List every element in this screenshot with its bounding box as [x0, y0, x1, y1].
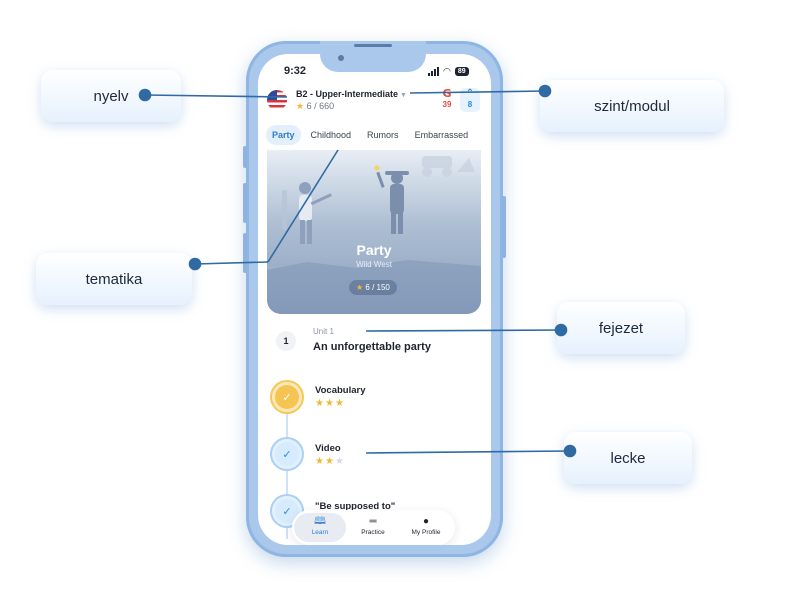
star-icon: ★	[334, 398, 345, 409]
banner-progress-value: 6 / 150	[365, 283, 390, 292]
callout-label: szint/modul	[594, 97, 670, 115]
callout-lecke: lecke	[564, 432, 692, 484]
banner-title: Party	[356, 242, 392, 258]
streak-icon: 𝗚	[442, 88, 452, 100]
total-stars-value: 6 / 660	[306, 101, 335, 111]
phone-notch	[320, 41, 426, 72]
lesson-title[interactable]: Vocabulary	[315, 385, 366, 396]
book-icon: 🕮	[314, 516, 326, 527]
star-icon: ★	[315, 456, 325, 467]
phone-side-button	[243, 233, 247, 273]
nav-my-profile[interactable]: ● My Profile	[400, 513, 452, 542]
star-empty-icon: ★	[334, 456, 345, 467]
star-icon: ★	[324, 456, 335, 467]
tab-party[interactable]: Party	[266, 125, 301, 145]
phone-side-button	[502, 196, 506, 258]
callout-tematika: tematika	[36, 253, 192, 305]
streak-count: 39	[442, 100, 452, 109]
battery-icon: 89	[454, 67, 469, 76]
nav-label: Practice	[361, 529, 385, 536]
star-icon: ★	[315, 398, 325, 409]
nav-practice[interactable]: ═ Practice	[347, 513, 399, 542]
unit-number: 1	[276, 331, 296, 351]
star-icon: ★	[296, 101, 305, 111]
chevron-down-icon: ▼	[400, 92, 407, 99]
nav-label: Learn	[311, 529, 329, 536]
language-flag-icon[interactable]	[267, 90, 287, 110]
chevrons-up-icon: ⌃	[465, 88, 475, 99]
speaker	[354, 44, 392, 47]
nav-label: My Profile	[411, 529, 441, 536]
topic-tabs: Party Childhood Rumors Embarrassed	[266, 125, 474, 145]
lesson-stars: ★★★	[315, 456, 345, 467]
dumbbell-icon: ═	[369, 516, 377, 527]
xp-count: 8	[467, 100, 473, 109]
lesson-node-be-supposed-to[interactable]: ✓	[270, 494, 304, 528]
person-icon: ●	[422, 516, 430, 527]
level-selector[interactable]: B2 - Upper-Intermediate▼	[296, 89, 407, 99]
callout-szint-modul: szint/modul	[540, 80, 724, 132]
lesson-node-video[interactable]: ✓	[270, 437, 304, 471]
star-icon: ★	[324, 398, 335, 409]
wifi-icon: ◠	[443, 66, 451, 76]
phone-side-button	[243, 183, 247, 223]
banner-progress: ★ 6 / 150	[349, 280, 397, 295]
signal-icon	[428, 67, 439, 76]
phone-side-button	[243, 146, 247, 168]
unit-label: Unit 1	[313, 327, 334, 336]
total-stars: ★ 6 / 660	[296, 101, 334, 112]
tab-embarrassed[interactable]: Embarrassed	[414, 130, 469, 140]
callout-label: lecke	[610, 449, 646, 467]
lesson-stars: ★★★	[315, 398, 345, 409]
callout-label: fejezet	[598, 319, 644, 337]
tab-rumors[interactable]: Rumors	[367, 130, 399, 140]
topic-banner[interactable]: Party Wild West ★ 6 / 150	[267, 150, 481, 314]
xp-badge[interactable]: ⌃8	[460, 88, 480, 112]
unit-title: An unforgettable party	[313, 341, 431, 353]
lesson-title[interactable]: "Be supposed to"	[315, 501, 396, 512]
status-time: 9:32	[284, 65, 307, 77]
callout-fejezet: fejezet	[557, 302, 685, 354]
nav-learn[interactable]: 🕮 Learn	[294, 513, 346, 542]
star-icon: ★	[356, 283, 364, 292]
status-icons: ◠ 89	[428, 66, 469, 77]
camera	[338, 55, 344, 61]
check-icon: ✓	[275, 385, 299, 409]
bottom-nav: 🕮 Learn ═ Practice ● My Profile	[292, 510, 455, 545]
banner-subtitle: Wild West	[356, 260, 392, 269]
tab-childhood[interactable]: Childhood	[310, 130, 352, 140]
callout-nyelv: nyelv	[41, 70, 181, 122]
callout-label: nyelv	[93, 87, 129, 105]
check-icon: ✓	[275, 442, 299, 466]
lesson-node-vocabulary[interactable]: ✓	[270, 380, 304, 414]
callout-label: tematika	[85, 270, 143, 288]
level-label: B2 - Upper-Intermediate	[296, 89, 399, 99]
phone-screen: 9:32 ◠ 89 B2 - Upper-Intermediate▼ ★ 6 /…	[258, 54, 491, 545]
lesson-title[interactable]: Video	[315, 443, 341, 454]
